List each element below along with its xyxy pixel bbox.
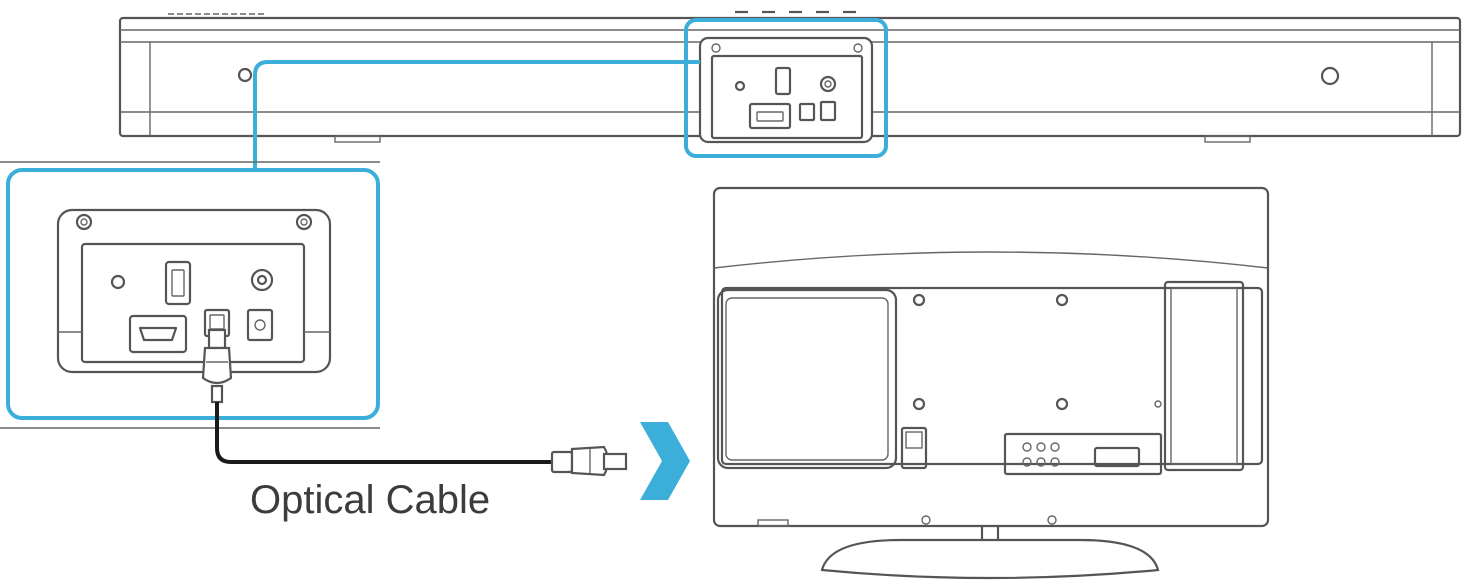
zoomed-port-panel [0,161,380,429]
zoom-leader-line [253,60,700,168]
zoom-highlight-frame [6,168,380,420]
soundbar-port-panel [698,36,874,144]
optical-cable-label: Optical Cable [250,478,491,522]
optical-cable [215,402,555,464]
tv-back [712,186,1270,580]
optical-plug [201,328,233,404]
chevron-right-icon [640,422,690,500]
optical-cable-end-plug [550,445,628,477]
soundbar-highlight-frame [684,18,888,158]
